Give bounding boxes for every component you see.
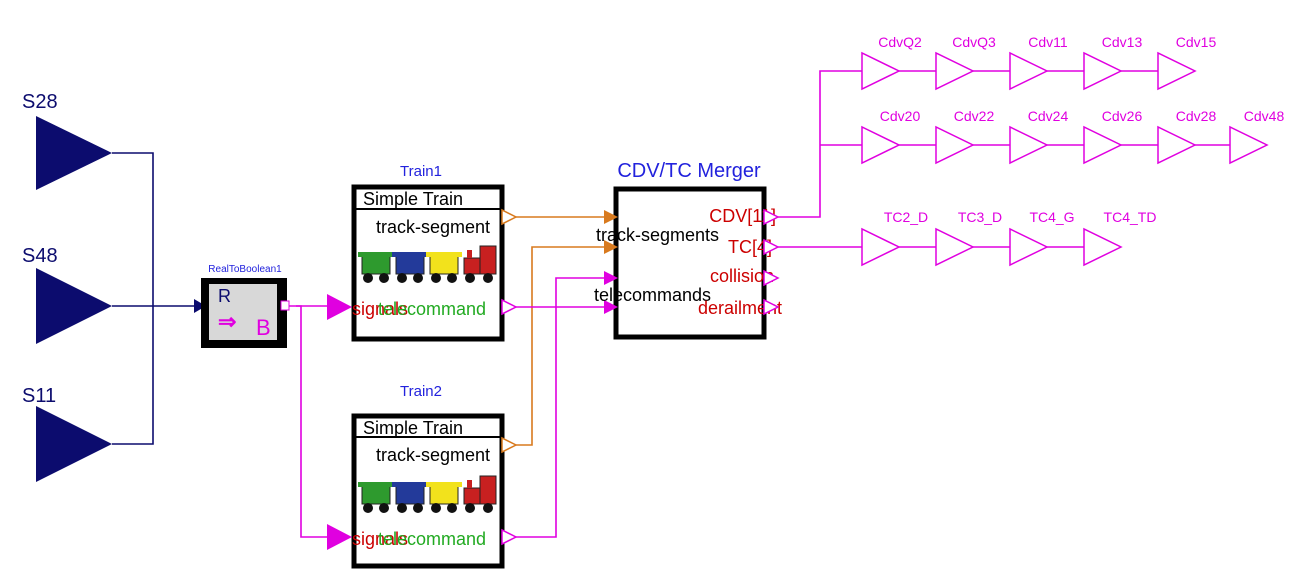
- signal-connections: [289, 305, 340, 538]
- output-label-cdv22: Cdv22: [954, 108, 995, 124]
- train1-telecommand-label: telecommand: [378, 299, 486, 319]
- input-block-s28[interactable]: S28: [22, 91, 112, 190]
- train2-title: Simple Train: [363, 418, 463, 438]
- train2-instance-name: Train2: [400, 383, 442, 400]
- output-block-cdvq2[interactable]: CdvQ2: [861, 34, 922, 91]
- output-block-cdv11[interactable]: Cdv11: [1009, 34, 1068, 91]
- merger-collision-label: collision: [710, 266, 774, 286]
- output-label-cdv48: Cdv48: [1244, 108, 1285, 124]
- output-row-cdv-b: Cdv20 Cdv22 Cdv24 Cdv26 Cdv28 Cdv48: [861, 108, 1285, 165]
- converter-out-letter: B: [256, 315, 271, 340]
- output-block-cdv24[interactable]: Cdv24: [1009, 108, 1069, 165]
- output-label-cdv11: Cdv11: [1028, 34, 1068, 50]
- train1-instance-name: Train1: [400, 163, 442, 180]
- input-block-s48[interactable]: S48: [22, 245, 112, 344]
- input-label-s28: S28: [22, 91, 58, 113]
- output-block-tc3-d[interactable]: TC3_D: [935, 209, 1002, 267]
- output-label-cdvq2: CdvQ2: [878, 34, 922, 50]
- output-block-tc4-g[interactable]: TC4_G: [1009, 209, 1075, 267]
- converter-input-arrow: [194, 299, 206, 313]
- output-label-cdv24: Cdv24: [1028, 108, 1069, 124]
- merger-telecommand-port-2[interactable]: [604, 300, 618, 314]
- output-label-cdv20: Cdv20: [880, 108, 921, 124]
- train1-block[interactable]: Train1 Simple Train track-segment signal…: [327, 163, 518, 342]
- merger-derailment-port[interactable]: [763, 298, 780, 316]
- train1-track-segment-port[interactable]: [501, 208, 518, 226]
- output-label-tc3-d: TC3_D: [958, 209, 1002, 225]
- merger-track-port-1[interactable]: [604, 210, 618, 224]
- merger-cdv-label: CDV[11]: [709, 206, 776, 226]
- right-arrow-icon: ⇒: [218, 309, 236, 334]
- output-block-cdv20[interactable]: Cdv20: [861, 108, 921, 165]
- output-label-cdv26: Cdv26: [1102, 108, 1143, 124]
- train-icon: [358, 245, 497, 283]
- output-block-cdv13[interactable]: Cdv13: [1083, 34, 1143, 91]
- input-connections: [112, 152, 196, 445]
- train-icon: [358, 475, 497, 513]
- merger-collision-port[interactable]: [763, 269, 780, 287]
- output-label-cdv15: Cdv15: [1176, 34, 1217, 50]
- converter-in-letter: R: [218, 286, 231, 306]
- output-label-tc4-td: TC4_TD: [1104, 209, 1157, 225]
- output-block-cdv26[interactable]: Cdv26: [1083, 108, 1143, 165]
- train2-track-segment-label: track-segment: [376, 445, 490, 465]
- track-segment-connections: [516, 216, 604, 446]
- output-label-cdv13: Cdv13: [1102, 34, 1143, 50]
- train1-track-segment-label: track-segment: [376, 217, 490, 237]
- merger-tc-label: TC[4]: [728, 237, 772, 257]
- output-row-tc: TC2_D TC3_D TC4_G TC4_TD: [861, 209, 1157, 267]
- output-label-tc4-g: TC4_G: [1029, 209, 1074, 225]
- train1-telecommand-port[interactable]: [501, 298, 518, 316]
- converter-instance-name: RealToBoolean1: [208, 264, 282, 275]
- output-block-tc2-d[interactable]: TC2_D: [861, 209, 928, 267]
- train2-telecommand-label: telecommand: [378, 529, 486, 549]
- input-block-s11[interactable]: S11: [22, 385, 112, 482]
- output-block-tc4-td[interactable]: TC4_TD: [1083, 209, 1157, 267]
- output-block-cdvq3[interactable]: CdvQ3: [935, 34, 996, 91]
- merger-block[interactable]: CDV/TC Merger track-segments telecommand…: [594, 160, 782, 340]
- output-block-cdv28[interactable]: Cdv28: [1157, 108, 1217, 165]
- input-label-s48: S48: [22, 245, 58, 267]
- output-label-cdv28: Cdv28: [1176, 108, 1217, 124]
- train2-signals-port[interactable]: [327, 524, 352, 550]
- input-label-s11: S11: [22, 385, 56, 407]
- output-label-tc2-d: TC2_D: [884, 209, 928, 225]
- train2-signals-label: signals: [352, 529, 408, 549]
- output-row-cdv-a: CdvQ2 CdvQ3 Cdv11 Cdv13 Cdv15: [861, 34, 1217, 91]
- merger-track-port-2[interactable]: [604, 240, 618, 254]
- real-to-boolean-block[interactable]: RealToBoolean1 R ⇒ B: [201, 264, 290, 348]
- train1-title: Simple Train: [363, 189, 463, 209]
- train1-signals-port[interactable]: [327, 294, 352, 320]
- merger-cdv-port[interactable]: [763, 208, 780, 226]
- train2-track-segment-port[interactable]: [501, 436, 518, 454]
- output-connections: [778, 70, 862, 248]
- train1-signals-label: signals: [352, 299, 408, 319]
- telecommand-connections: [516, 277, 604, 538]
- merger-telecommand-port-1[interactable]: [604, 271, 618, 285]
- output-label-cdvq3: CdvQ3: [952, 34, 996, 50]
- train2-block[interactable]: Train2 Simple Train track-segment signal…: [327, 383, 518, 569]
- merger-tc-port[interactable]: [763, 238, 780, 256]
- output-block-cdv48[interactable]: Cdv48: [1229, 108, 1285, 165]
- merger-instance-name: CDV/TC Merger: [617, 160, 761, 182]
- merger-derailment-label: derailment: [698, 298, 782, 318]
- output-block-cdv22[interactable]: Cdv22: [935, 108, 995, 165]
- train2-telecommand-port[interactable]: [501, 528, 518, 546]
- output-block-cdv15[interactable]: Cdv15: [1157, 34, 1217, 91]
- merger-track-segments-label: track-segments: [596, 225, 719, 245]
- merger-telecommands-label: telecommands: [594, 285, 711, 305]
